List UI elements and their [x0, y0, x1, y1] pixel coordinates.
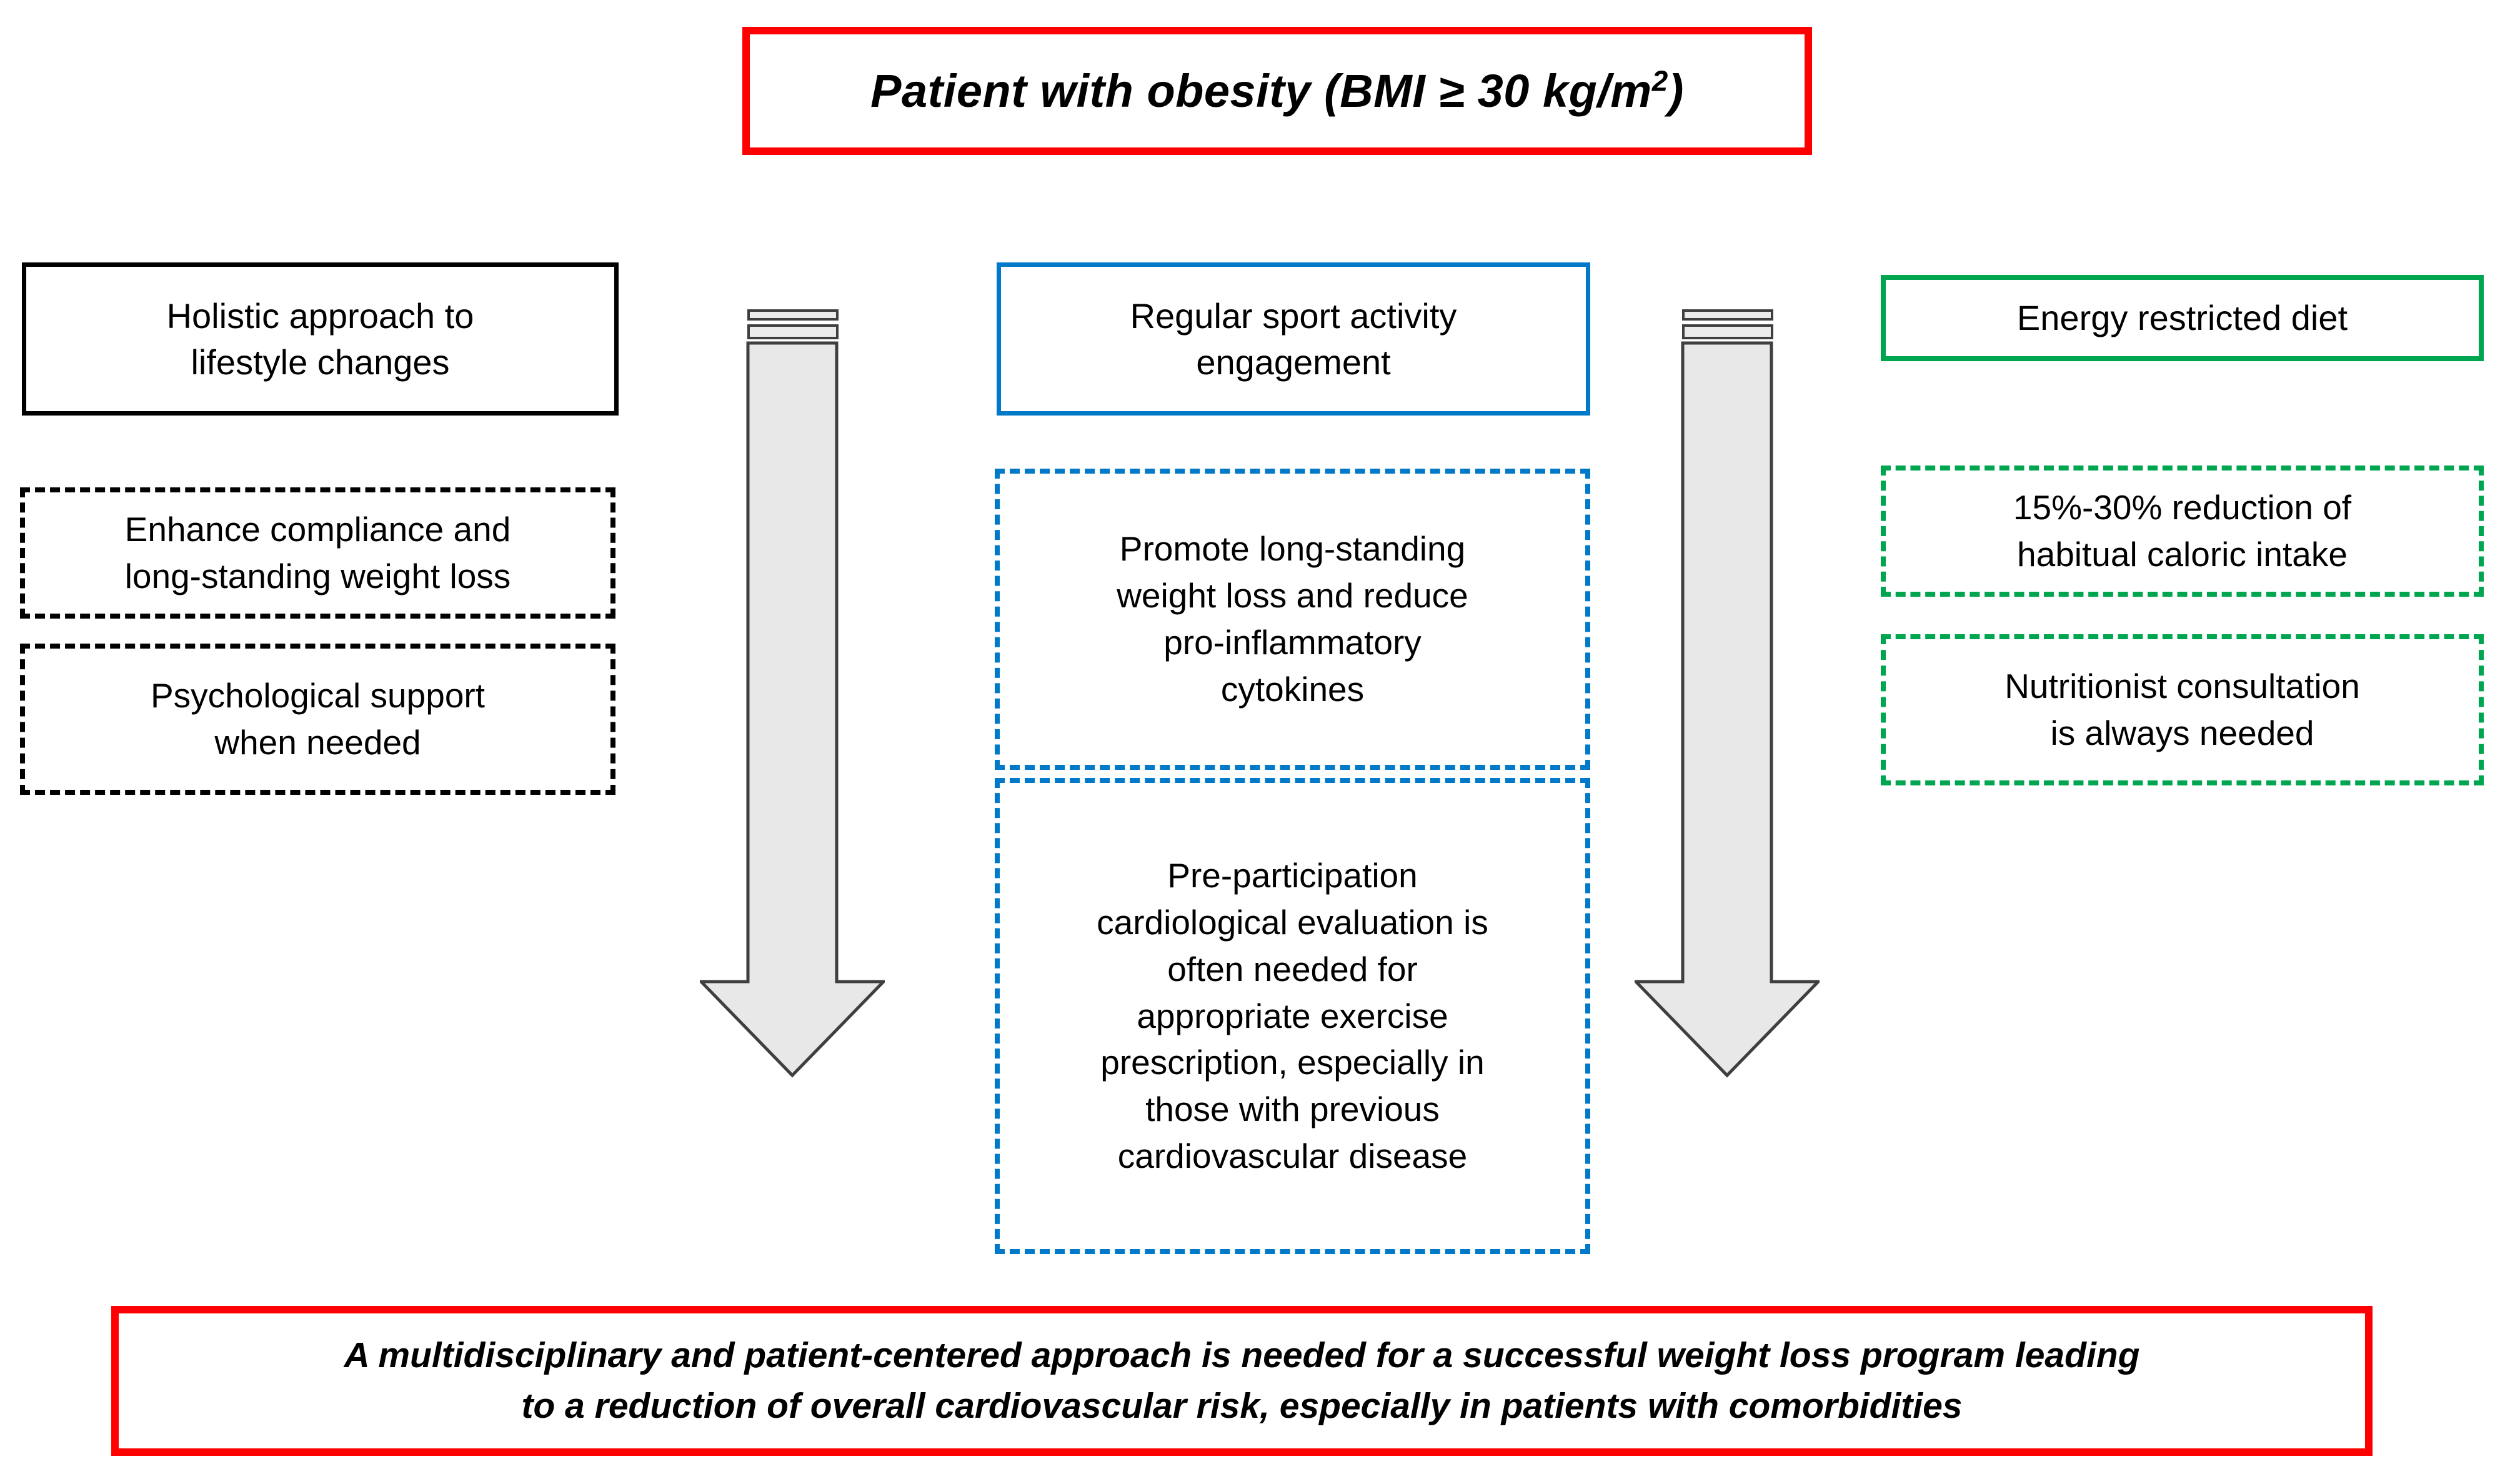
arrow-cap-bar-top	[1682, 309, 1773, 321]
column-header-lifestyle-label: Holistic approach to lifestyle changes	[166, 296, 474, 382]
detail-box-pre-participation-evaluation: Pre-participation cardiological evaluati…	[995, 778, 1590, 1254]
column-header-sport: Regular sport activity engagement	[997, 262, 1590, 416]
detail-box-psychological-support: Psychological support when needed	[20, 644, 615, 795]
title-text-superscript: 2	[1651, 64, 1668, 97]
detail-box-compliance-label: Enhance compliance and long-standing wei…	[124, 510, 511, 595]
conclusion-banner: A multidisciplinary and patient-centered…	[111, 1306, 2373, 1456]
down-arrow-svg	[1635, 341, 1820, 1078]
detail-box-pre-participation-evaluation-label: Pre-participation cardiological evaluati…	[1097, 856, 1488, 1175]
title-banner-label: Patient with obesity (BMI ≥ 30 kg/m2)	[750, 64, 1805, 117]
detail-box-nutritionist-consultation-label: Nutritionist consultation is always need…	[2004, 667, 2360, 752]
detail-box-psychological-support-label: Psychological support when needed	[150, 676, 485, 762]
column-header-lifestyle: Holistic approach to lifestyle changes	[22, 262, 619, 416]
arrow-cap-bar-second	[1682, 324, 1773, 339]
column-header-diet: Energy restricted diet	[1881, 275, 2484, 361]
arrow-shaft-and-head	[1635, 309, 1820, 1078]
detail-box-promote-weight-loss-label: Promote long-standing weight loss and re…	[1117, 529, 1468, 709]
arrow-cap-bar-second	[747, 324, 839, 339]
detail-box-nutritionist-consultation: Nutritionist consultation is always need…	[1881, 634, 2484, 785]
title-text-tail: )	[1668, 64, 1684, 117]
title-banner: Patient with obesity (BMI ≥ 30 kg/m2)	[742, 27, 1812, 155]
column-header-diet-label: Energy restricted diet	[2016, 298, 2348, 338]
detail-box-caloric-reduction-label: 15%-30% reduction of habitual caloric in…	[2013, 488, 2352, 574]
arrow-shaft-and-head	[700, 309, 885, 1078]
detail-box-caloric-reduction: 15%-30% reduction of habitual caloric in…	[1881, 466, 2484, 597]
column-header-sport-label: Regular sport activity engagement	[1130, 296, 1457, 382]
down-arrow-icon-right	[1635, 309, 1820, 1078]
title-text-main: Patient with obesity (BMI ≥ 30 kg/m	[870, 64, 1652, 117]
arrow-cap-bar-top	[747, 309, 839, 321]
detail-box-compliance: Enhance compliance and long-standing wei…	[20, 487, 615, 619]
detail-box-promote-weight-loss: Promote long-standing weight loss and re…	[995, 469, 1590, 770]
down-arrow-svg	[700, 341, 885, 1078]
conclusion-banner-label: A multidisciplinary and patient-centered…	[344, 1335, 2140, 1426]
down-arrow-icon-left	[700, 309, 885, 1078]
